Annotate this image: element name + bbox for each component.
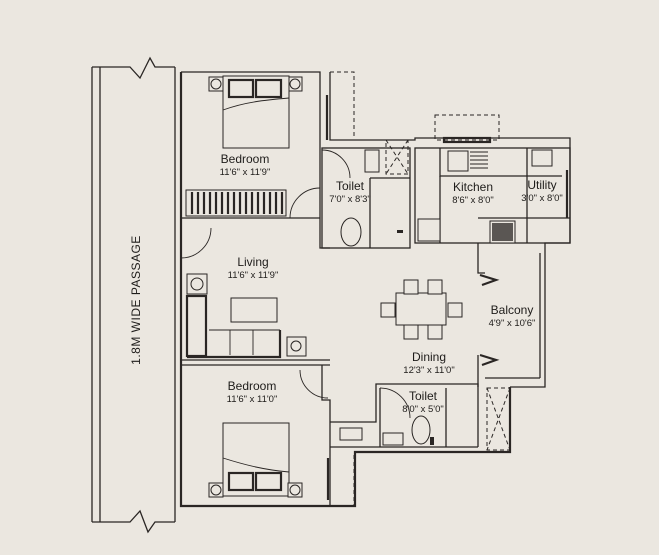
room-dimensions: 4'9" x 10'6" [488, 318, 536, 329]
room-name: Utility [527, 178, 557, 192]
room-name: Toilet [408, 389, 438, 403]
toilet-1-area [321, 139, 411, 249]
room-dimensions: 8'0" x 5'0" [402, 404, 444, 415]
passage-label: 1.8M WIDE PASSAGE [129, 235, 143, 365]
room-dimensions: 3'0" x 8'0" [521, 193, 563, 204]
outer-walls [179, 71, 571, 508]
kitchen-area [414, 114, 571, 244]
room-name: Balcony [490, 303, 534, 317]
room-dining: Dining 12'3" x 11'0" [403, 350, 454, 376]
room-name: Bedroom [220, 152, 270, 166]
room-dimensions: 11'6" x 11'9" [219, 167, 271, 178]
room-utility: Utility 3'0" x 8'0" [521, 178, 563, 204]
dining-set [380, 279, 463, 340]
room-name: Bedroom [227, 379, 277, 393]
room-name: Kitchen [452, 180, 494, 194]
room-toilet-2: Toilet 8'0" x 5'0" [402, 389, 444, 415]
room-bedroom-2: Bedroom 11'6" x 11'0" [227, 379, 278, 405]
room-dimensions: 11'6" x 11'9" [227, 270, 279, 281]
bedroom-2-bed [208, 422, 303, 498]
living-furniture [185, 273, 307, 359]
room-dimensions: 7'0" x 8'3" [329, 194, 371, 205]
room-toilet-1: Toilet 7'0" x 8'3" [329, 179, 371, 205]
room-kitchen: Kitchen 8'6" x 8'0" [452, 180, 494, 206]
balcony-area [477, 243, 541, 451]
bedroom-1-bed [208, 75, 303, 149]
room-dimensions: 12'3" x 11'0" [403, 365, 455, 376]
room-bedroom-1: Bedroom 11'6" x 11'9" [220, 152, 271, 178]
passage [91, 56, 176, 534]
room-name: Living [237, 255, 269, 269]
room-dimensions: 11'6" x 11'0" [226, 394, 278, 405]
room-balcony: Balcony 4'9" x 10'6" [489, 303, 536, 329]
room-name: Toilet [335, 179, 365, 193]
room-name: Dining [411, 350, 447, 364]
room-living: Living 11'6" x 11'9" [228, 255, 279, 281]
toilet-2-area [330, 383, 479, 448]
room-dimensions: 8'6" x 8'0" [452, 195, 494, 206]
wardrobe-shutters [190, 192, 284, 214]
